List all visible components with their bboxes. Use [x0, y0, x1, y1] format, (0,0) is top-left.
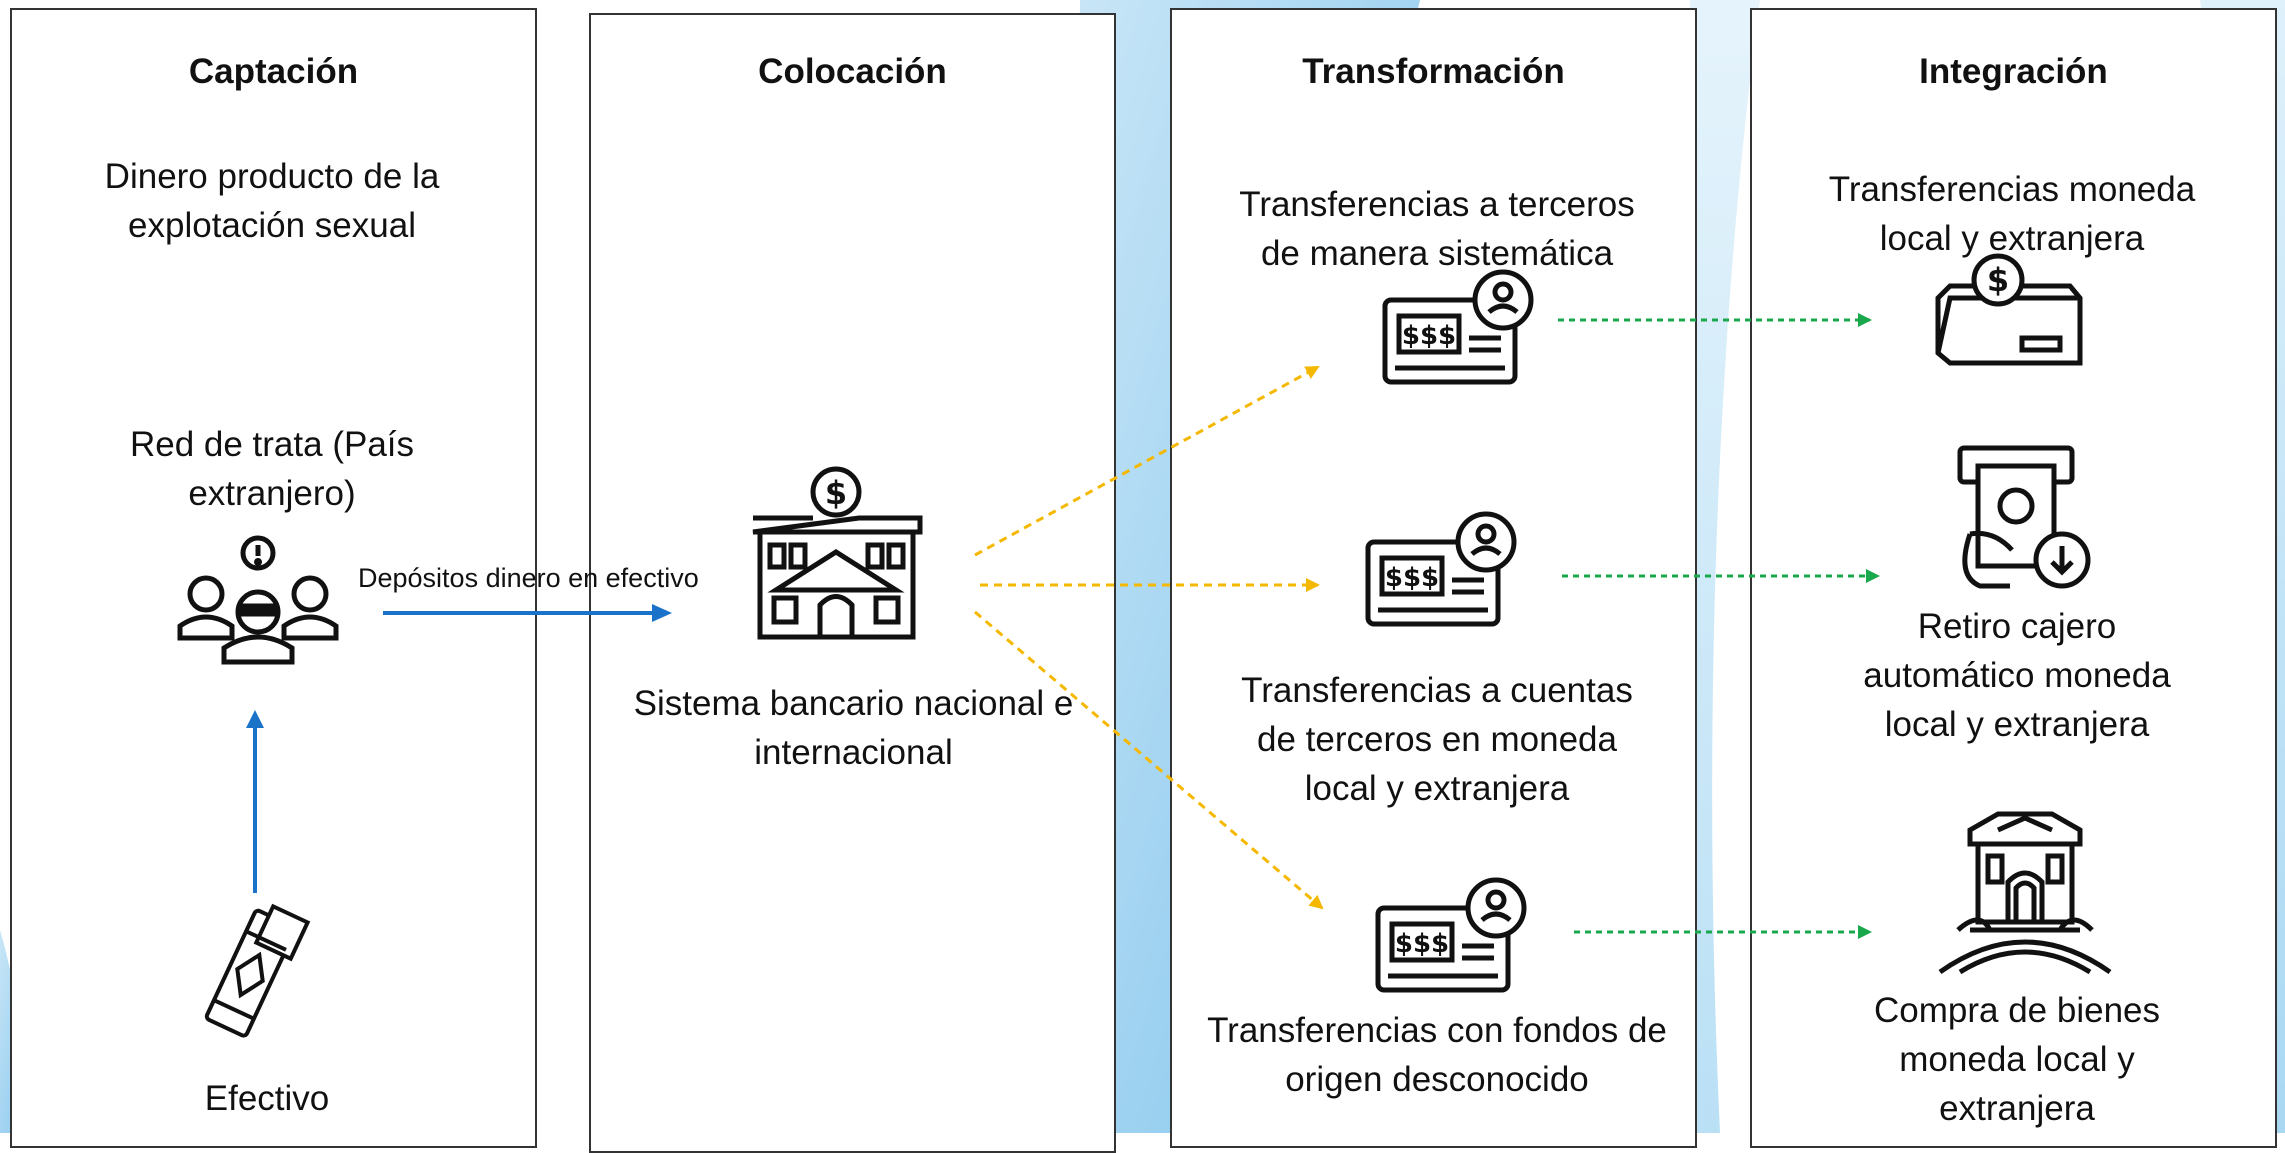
- column-title-captacion: Captación: [188, 52, 359, 91]
- column-title-colocacion: Colocación: [758, 52, 947, 91]
- cash-label: Efectivo: [204, 1079, 330, 1118]
- transformacion-item-3-label: Transferencias con fondos de origen desc…: [1207, 1011, 1667, 1099]
- column-integracion: Integración Transferencias moneda local …: [1750, 8, 2277, 1148]
- transformacion-item-2-label: Transferencias a cuentas de terceros en …: [1241, 671, 1633, 808]
- bank-label: Sistema bancario nacional e internaciona…: [633, 684, 1074, 772]
- transformacion-item-1-label: Transferencias a terceros de manera sist…: [1239, 185, 1635, 273]
- captacion-description: Dinero producto de la explotación sexual: [104, 157, 440, 245]
- column-title-transformacion: Transformación: [1302, 52, 1565, 91]
- column-transformacion: Transformación Transferencias a terceros…: [1170, 8, 1697, 1148]
- column-title-integracion: Integración: [1919, 52, 2108, 91]
- deposit-arrow-label: Depósitos dinero en efectivo: [358, 563, 699, 593]
- network-label: Red de trata (País extranjero): [129, 425, 415, 513]
- integracion-item-3-label: Compra de bienes moneda local y extranje…: [1874, 991, 2160, 1128]
- integracion-item-2-label: Retiro cajero automático moneda local y …: [1863, 607, 2171, 744]
- integracion-item-1-label: Transferencias moneda local y extranjera: [1828, 170, 2196, 258]
